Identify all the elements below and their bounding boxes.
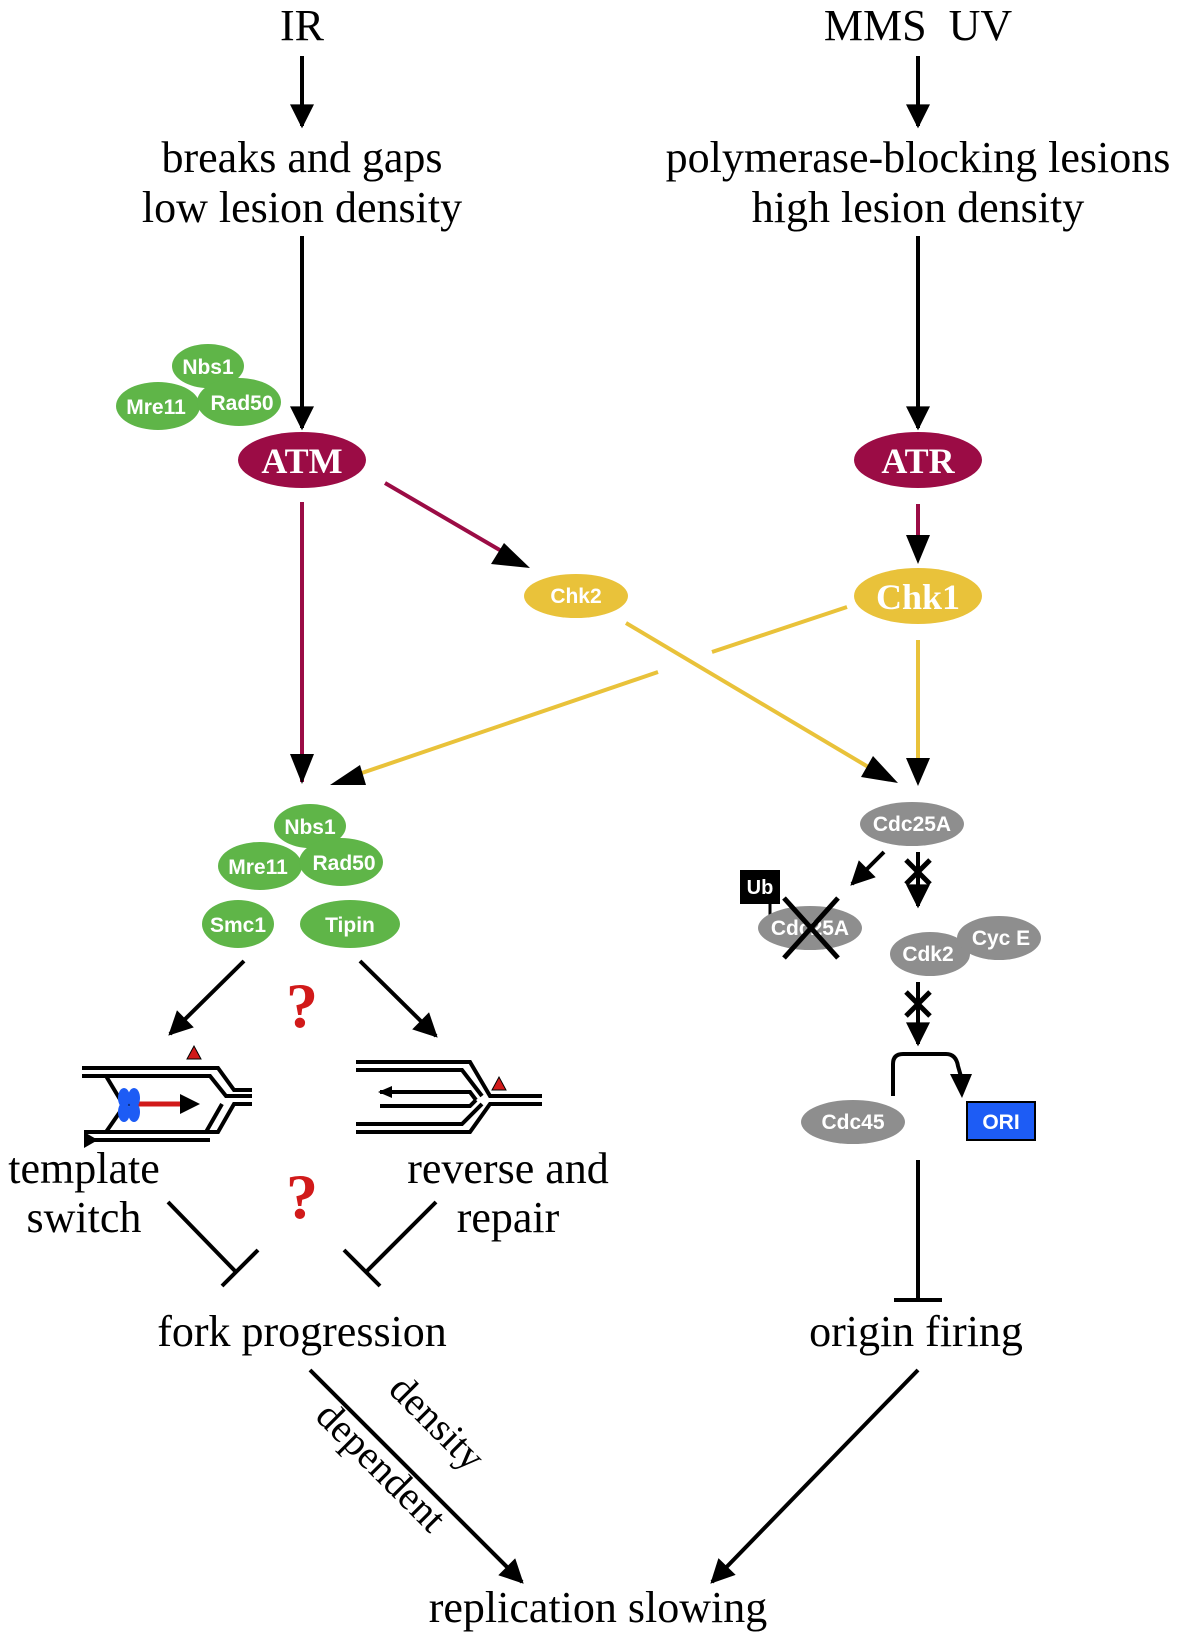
ori-box [966, 1101, 1036, 1141]
nbs1-top-shape [172, 344, 244, 388]
arrow-cdc25a-to-degradation [850, 850, 886, 886]
chk2-node [524, 574, 628, 618]
chk1-label: Chk1 [876, 577, 960, 617]
cdc45-node [801, 1100, 905, 1144]
cdk2-label: Cdk2 [902, 943, 953, 966]
cyc-e-label: Cyc E [972, 927, 1030, 950]
chk1-node [854, 568, 982, 624]
arrow-to-reverse-repair [358, 959, 438, 1038]
rad50-top-label: Rad50 [210, 392, 273, 415]
arrowhead-atr-chk1 [906, 535, 930, 564]
block-cross-cdk2-b [904, 990, 932, 1018]
reverse-repair-fork-icon [356, 1060, 542, 1134]
cdk2-node [890, 932, 970, 976]
tipin-shape [300, 900, 400, 948]
left-lesion-line-2: low lesion density [142, 183, 462, 232]
smc1-label: Smc1 [210, 914, 266, 937]
origin-promoter-arrowhead [950, 1074, 972, 1098]
left-lesion-line-1: breaks and gaps [161, 133, 442, 182]
ori-label: ORI [982, 1111, 1019, 1134]
inhibit-reverse-repair [364, 1200, 438, 1274]
fork-progression-label: fork progression [157, 1307, 447, 1356]
inhibit-template-switch-bar [220, 1248, 260, 1288]
degraded-cross-b [782, 896, 840, 960]
arrowhead-chk1-cdc25a [906, 758, 930, 786]
reverse-repair-line-1: reverse and [407, 1144, 609, 1193]
right-lesion-line-1: polymerase-blocking lesions [666, 133, 1171, 182]
mrn-complex-bottom: Nbs1 Mre11 Rad50 Smc1 Tipin [202, 804, 400, 948]
reverse-repair-line-2: repair [457, 1193, 560, 1242]
origin-promoter-arrow [891, 1052, 964, 1096]
rad50-top-shape [197, 378, 281, 426]
rad50-bottom-label: Rad50 [312, 852, 375, 875]
template-switch-line-2: switch [27, 1193, 142, 1242]
cyc-e-node [957, 916, 1041, 960]
mre11-bottom-shape [218, 842, 302, 890]
ub-tag [740, 870, 780, 904]
smc1-shape [202, 900, 274, 948]
arrowhead-atm-chk2 [491, 543, 530, 568]
cdc45-label: Cdc45 [821, 1111, 884, 1134]
inhibit-reverse-repair-bar [342, 1248, 382, 1288]
block-cross-cdc25a-b [904, 858, 932, 886]
atm-node [238, 432, 366, 488]
arrow-chk2-to-cdc25a [624, 621, 872, 770]
ir-label: IR [280, 1, 325, 50]
question-mark-lower: ? [286, 1161, 318, 1232]
lesion-triangle-right [491, 1075, 507, 1091]
nbs1-top-label: Nbs1 [182, 356, 234, 379]
replication-slowing-label: replication slowing [429, 1583, 768, 1632]
mrn-complex-top: Nbs1 Mre11 Rad50 [116, 344, 281, 430]
atm-label: ATM [261, 441, 342, 481]
origin-firing-label: origin firing [809, 1307, 1023, 1356]
right-lesion-line-2: high lesion density [752, 183, 1084, 232]
arrowhead-atm-mrn [290, 754, 314, 784]
arrowhead-chk1-mrn [330, 765, 366, 785]
arrow-origin-to-slowing [710, 1368, 920, 1584]
atr-label: ATR [881, 441, 955, 481]
cdc25a-node [860, 802, 964, 846]
mre11-top-label: Mre11 [126, 396, 186, 419]
template-switch-fork-icon [82, 1044, 252, 1148]
arrow-to-template-switch [168, 959, 246, 1036]
arrow-fork-to-slowing [308, 1368, 524, 1584]
arrow-atm-to-chk2 [383, 481, 512, 558]
arrowhead-chk2-cdc25a [861, 756, 898, 783]
mms-uv-label: MMS UV [824, 1, 1012, 50]
inhibit-template-switch [166, 1200, 238, 1274]
mre11-bottom-label: Mre11 [228, 856, 288, 879]
arrow-chk1-to-mrn-seg-1 [711, 605, 848, 654]
cdc25a-label: Cdc25A [873, 813, 951, 836]
tipin-label: Tipin [325, 914, 375, 937]
rad50-bottom-shape [299, 838, 383, 886]
question-mark-upper: ? [286, 970, 318, 1041]
nbs1-bottom-label: Nbs1 [284, 816, 336, 839]
template-switch-line-1: template [8, 1144, 160, 1193]
lesion-triangle-left [186, 1044, 202, 1060]
chk2-label: Chk2 [550, 585, 601, 608]
ub-label: Ub [747, 877, 774, 899]
nbs1-bottom-shape [274, 804, 346, 848]
arrow-chk1-to-mrn-seg-2 [355, 670, 659, 777]
mre11-top-shape [116, 382, 200, 430]
atr-node [854, 432, 982, 488]
